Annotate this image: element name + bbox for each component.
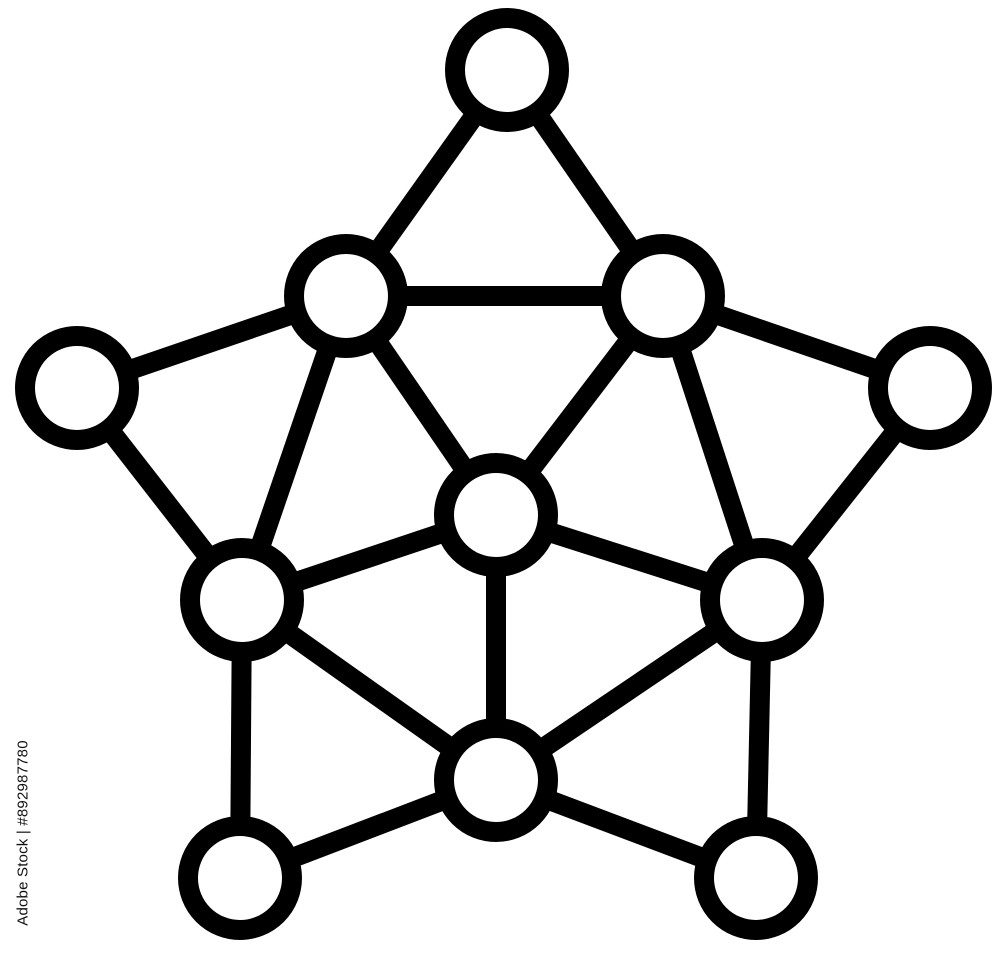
node-far-right	[868, 326, 992, 450]
node-center	[434, 453, 558, 577]
node-upper-left	[284, 234, 408, 358]
node-bottom-left	[178, 816, 302, 940]
node-upper-right	[601, 234, 725, 358]
node-layer	[15, 8, 992, 940]
node-bottom-right	[694, 816, 818, 940]
node-top	[445, 8, 569, 132]
node-far-left	[15, 326, 139, 450]
node-mid-right	[700, 538, 824, 662]
stock-id-watermark: Adobe Stock | #892987780	[14, 740, 32, 926]
node-mid-left	[180, 538, 304, 662]
node-bottom-center	[434, 718, 558, 842]
